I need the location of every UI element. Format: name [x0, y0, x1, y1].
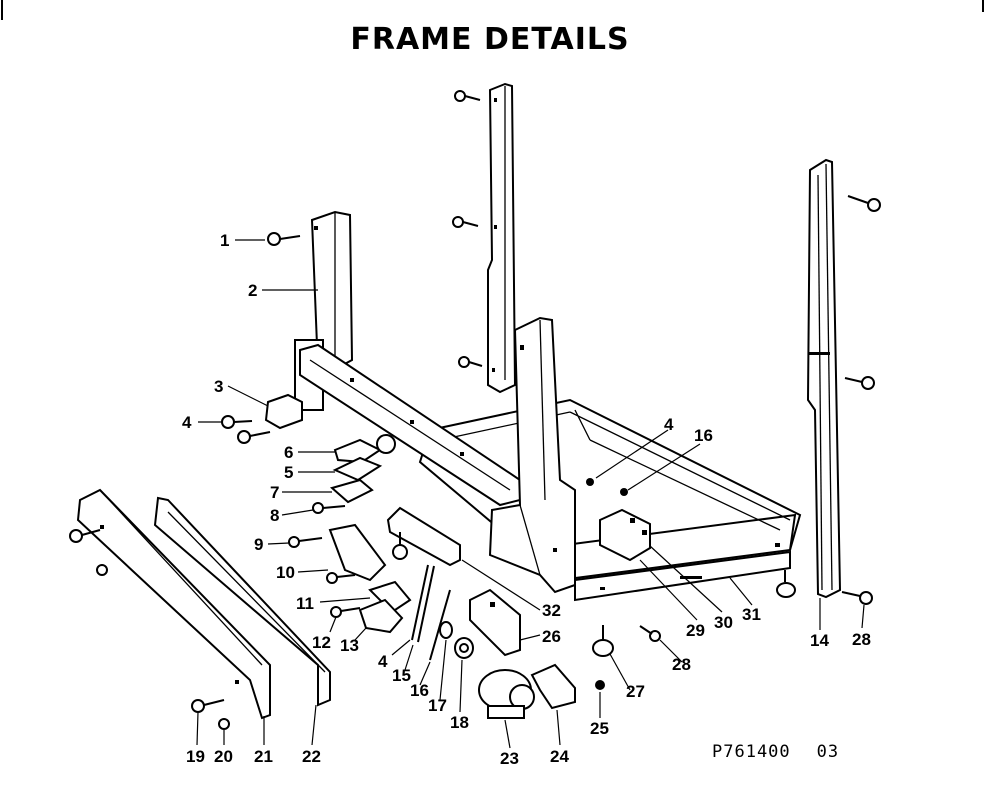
foot-27 [592, 625, 614, 657]
callout-4-right: 4 [664, 415, 674, 434]
callout-32: 32 [542, 601, 561, 620]
screw-4-right [586, 478, 594, 486]
screw-4 [221, 415, 253, 429]
callout-4-bottom: 4 [378, 652, 388, 671]
callout-21: 21 [254, 747, 273, 766]
reference-code: P761400 03 [712, 742, 865, 762]
callout-7: 7 [270, 483, 279, 502]
callout-labels: 1 2 3 4 6 5 7 8 9 10 11 12 13 4 15 16 17… [182, 231, 871, 768]
screw-28 [639, 625, 661, 642]
screw [841, 591, 873, 605]
callout-6: 6 [284, 443, 293, 462]
screw [844, 376, 875, 390]
screw [218, 718, 230, 730]
bracket-7 [329, 478, 374, 504]
center-upright [488, 316, 576, 594]
screw [458, 356, 483, 368]
switch-13 [358, 598, 404, 634]
screw-9 [288, 536, 323, 548]
front-trim-bar-22 [153, 496, 331, 707]
screw-1 [267, 232, 301, 246]
callout-3: 3 [214, 377, 223, 396]
callout-8: 8 [270, 506, 279, 525]
callout-18: 18 [450, 713, 469, 732]
cap-18 [454, 637, 474, 659]
screw [69, 529, 101, 543]
bracket-32 [386, 506, 461, 567]
right-rail [806, 158, 842, 599]
leader-lines [196, 239, 865, 749]
callout-27: 27 [626, 682, 645, 701]
callout-29: 29 [686, 621, 705, 640]
callout-13: 13 [340, 636, 359, 655]
callout-25: 25 [590, 719, 609, 738]
bracket-5 [332, 456, 383, 482]
bracket-3 [264, 393, 303, 430]
callout-31: 31 [742, 605, 761, 624]
callout-23: 23 [500, 749, 519, 768]
callout-14: 14 [810, 631, 829, 650]
screw [237, 430, 271, 444]
page-title: FRAME DETAILS [350, 22, 630, 57]
sheet-number: 03 [816, 742, 840, 762]
screw [326, 572, 356, 584]
screw-12 [330, 606, 361, 618]
part-number: P761400 [712, 742, 791, 762]
bracket-6 [333, 434, 396, 464]
callout-30: 30 [714, 613, 733, 632]
callout-2: 2 [248, 281, 257, 300]
screw [191, 699, 225, 713]
switch-assembly-29 [599, 508, 651, 562]
callout-4: 4 [182, 413, 192, 432]
nut-25 [595, 680, 605, 690]
screw [452, 216, 479, 228]
screw [96, 564, 108, 576]
callout-24: 24 [550, 747, 569, 766]
rod-16 [429, 589, 451, 661]
screw-16-right [620, 488, 628, 496]
callout-26: 26 [542, 627, 561, 646]
bracket-24 [530, 663, 576, 710]
screw [392, 532, 408, 560]
screw [847, 195, 881, 212]
callout-5: 5 [284, 463, 293, 482]
callout-28-right: 28 [852, 630, 871, 649]
callout-11: 11 [296, 594, 314, 613]
callout-28-bottom: 28 [672, 655, 691, 674]
callout-19: 19 [186, 747, 205, 766]
vertical-rail-top [487, 82, 517, 394]
valve-23 [478, 669, 535, 719]
callout-16: 16 [410, 681, 429, 700]
rod-15 [411, 564, 435, 643]
screw [454, 90, 481, 102]
foot [776, 570, 796, 598]
front-trim-bar-21 [76, 488, 271, 720]
callout-22: 22 [302, 747, 321, 766]
callout-15: 15 [392, 666, 411, 685]
callout-1: 1 [220, 231, 229, 250]
callout-9: 9 [254, 535, 263, 554]
screw-8 [312, 502, 346, 514]
callout-16-right: 16 [694, 426, 713, 445]
callout-20: 20 [214, 747, 233, 766]
callout-17: 17 [428, 696, 447, 715]
callout-12: 12 [312, 633, 331, 652]
bracket-26 [469, 588, 521, 657]
bracket-10 [328, 523, 387, 582]
washer-17 [439, 621, 453, 639]
callout-10: 10 [276, 563, 295, 582]
